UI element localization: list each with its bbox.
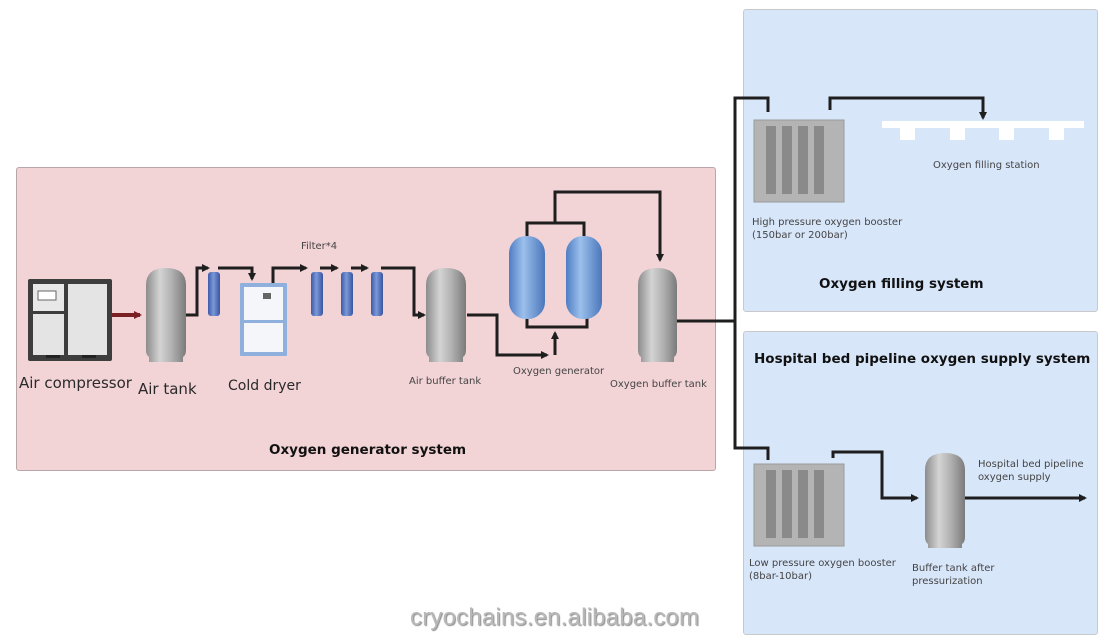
oxygen-generator-system-panel — [16, 167, 716, 471]
pipe-generator-to-o2buffer — [553, 190, 664, 262]
title-oxygen-filling-system: Oxygen filling system — [819, 276, 984, 292]
pipe-generator-top — [525, 221, 586, 236]
pipe-filters-to-airbuffer — [381, 266, 426, 319]
label-lp-booster-line2: (8bar-10bar) — [749, 571, 813, 582]
pipe-to-hp-booster — [733, 96, 770, 321]
high-pressure-booster-icon — [753, 119, 845, 203]
title-oxygen-generator-system: Oxygen generator system — [269, 442, 467, 458]
filter-icon — [311, 272, 323, 316]
label-lp-booster-line1: Low pressure oxygen booster — [749, 558, 896, 569]
air-tank-icon — [146, 268, 186, 362]
pipe-filter1-to-dryer — [218, 266, 256, 281]
air-buffer-tank-icon — [426, 268, 466, 362]
pipe-airbuffer-to-generator — [467, 313, 549, 359]
label-hp-booster-line2: (150bar or 200bar) — [752, 230, 848, 241]
pipe-hp-booster-to-station — [828, 96, 987, 120]
oxygen-buffer-tank-icon — [638, 268, 677, 362]
filter-icon — [371, 272, 383, 316]
label-filling-station: Oxygen filling station — [933, 160, 1040, 171]
label-supply-line1: Hospital bed pipeline — [978, 459, 1084, 470]
oxygen-generator-column-icon — [566, 236, 602, 319]
label-oxygen-buffer-tank: Oxygen buffer tank — [610, 379, 707, 390]
pressurized-buffer-tank-icon — [925, 453, 965, 548]
cold-dryer-icon — [240, 283, 287, 356]
label-air-buffer-tank: Air buffer tank — [409, 376, 482, 387]
label-cold-dryer: Cold dryer — [228, 378, 301, 394]
oxygen-generator-column-icon — [509, 236, 545, 319]
pipe-airtank-to-filter1 — [186, 264, 210, 317]
air-compressor-icon — [28, 279, 112, 361]
label-filters: Filter*4 — [301, 241, 338, 252]
label-buffer-tank-line1: Buffer tank after — [912, 563, 995, 574]
label-hp-booster-line1: High pressure oxygen booster — [752, 217, 903, 228]
pipe-dryer-to-filters — [271, 264, 308, 284]
label-buffer-tank-line2: pressurization — [912, 576, 983, 587]
pipe-lp-booster-to-buffer — [831, 450, 919, 502]
filter-icon — [341, 272, 353, 316]
low-pressure-booster-icon — [753, 463, 845, 547]
label-oxygen-generator: Oxygen generator — [513, 366, 605, 377]
title-hospital-supply-system: Hospital bed pipeline oxygen supply syst… — [754, 351, 1091, 367]
filter-icon — [208, 272, 220, 316]
pipe-to-lp-booster — [733, 321, 770, 460]
label-air-tank: Air tank — [138, 380, 197, 398]
label-supply-line2: oxygen supply — [978, 472, 1051, 483]
oxygen-filling-station-icon — [882, 121, 1084, 140]
pipe-generator-bottom — [525, 318, 589, 329]
label-air-compressor: Air compressor — [19, 374, 132, 392]
watermark: cryochains.en.alibaba.com — [410, 604, 700, 631]
